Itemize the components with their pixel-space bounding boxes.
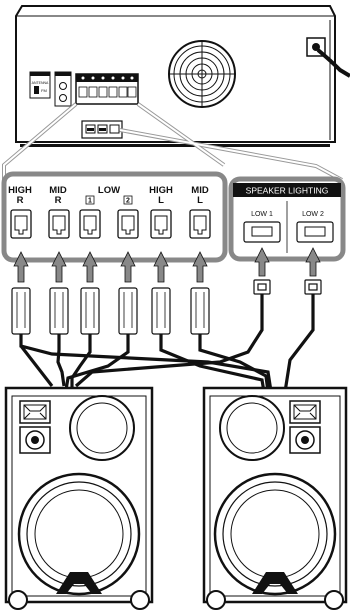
terminal-label-mid-l-line1: MID (191, 185, 209, 196)
terminal-label-mid-l-line2: L (197, 195, 203, 206)
speaker-lighting-panel: SPEAKER LIGHTING LOW 1 LOW 2 (228, 176, 346, 262)
terminal-label-low-2: 2 (126, 198, 130, 205)
socket-high-r (10, 209, 32, 239)
terminal-label-mid-r-line2: R (55, 195, 62, 206)
aux-jacks (54, 71, 72, 107)
insert-arrows (13, 247, 321, 283)
antenna-label: ANTENNA (32, 81, 49, 85)
lighting-plugs (253, 279, 322, 295)
socket-low-2 (117, 209, 139, 239)
antenna-sub-label: FM (41, 88, 47, 93)
speaker-cables (19, 294, 315, 399)
terminal-label-high-r-line2: R (17, 195, 24, 206)
speaker-right (4, 386, 154, 610)
socket-mid-l (189, 209, 211, 239)
socket-high-l (150, 209, 172, 239)
unit-speaker-lighting-jacks (81, 120, 123, 139)
terminal-label-high-l-line1: HIGH (149, 185, 173, 196)
terminal-sockets (10, 209, 211, 239)
terminal-label-high-r-line1: HIGH (8, 185, 32, 196)
terminal-labels: HIGH R MID R LOW 1 2 HIGH L MID L (8, 185, 209, 206)
power-cord (306, 37, 350, 78)
plug-details (16, 292, 205, 328)
terminal-label-low-1: 1 (88, 198, 92, 205)
terminal-label-mid-r-line1: MID (49, 185, 67, 196)
speaker-lighting-title: SPEAKER LIGHTING (246, 186, 329, 196)
socket-inner (14, 215, 207, 235)
unit-speaker-terminal-block (75, 73, 139, 105)
speaker-lighting-low2-label: LOW 2 (302, 211, 324, 218)
terminal-label-high-l-line2: L (158, 195, 164, 206)
speaker-plugs (11, 287, 210, 335)
antenna-terminal: ANTENNA FM (29, 71, 51, 99)
fan-grille (168, 40, 236, 108)
speaker-lighting-low1-label: LOW 1 (251, 211, 273, 218)
socket-low-1 (79, 209, 101, 239)
socket-mid-r (48, 209, 70, 239)
terminal-label-low: LOW (98, 185, 120, 196)
speaker-left (202, 386, 348, 610)
